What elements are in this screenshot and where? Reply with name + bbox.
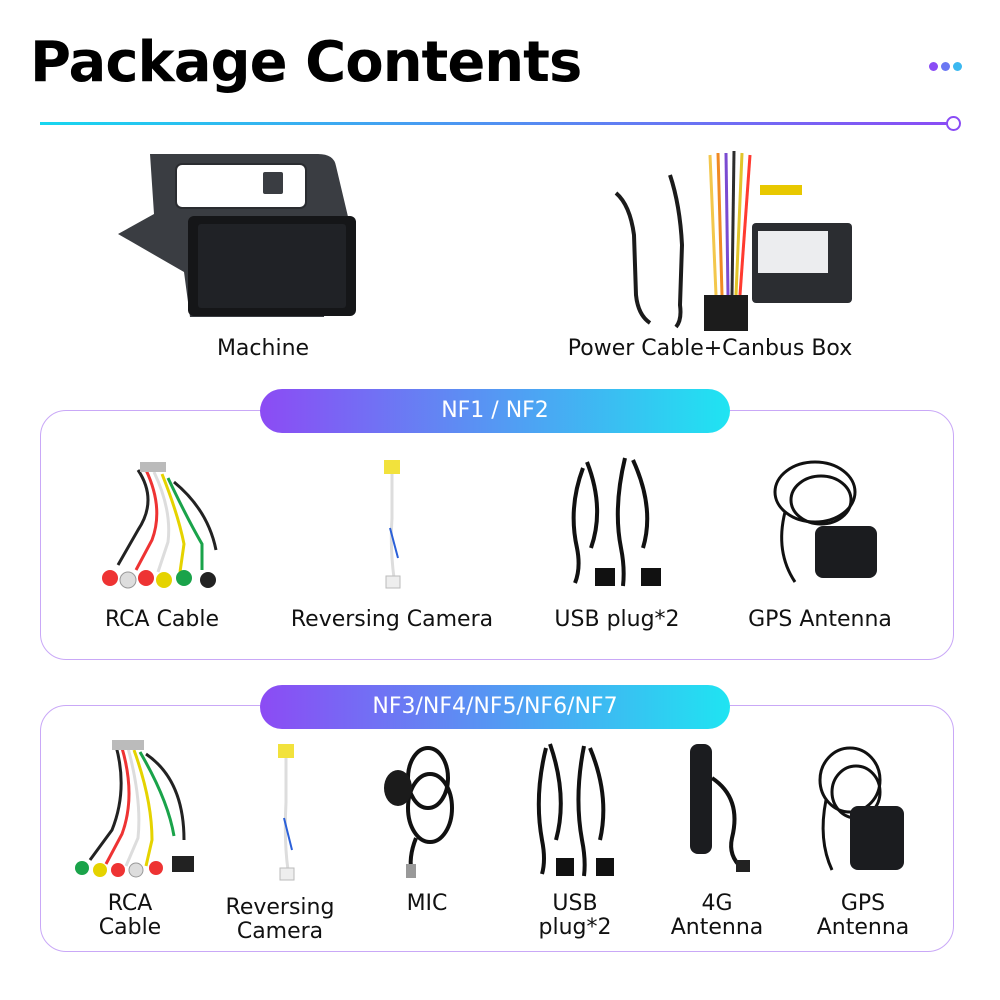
gps-antenna-label: GPS Antenna	[798, 892, 928, 940]
usb-line2: plug*2	[538, 915, 612, 940]
reversing-camera-label: Reversing Camera	[210, 896, 350, 944]
usb-plug-cables-icon	[536, 743, 614, 877]
car-stereo-machine-icon	[118, 154, 393, 317]
reversing-camera-cable-icon	[384, 460, 401, 589]
microphone-icon	[384, 746, 454, 878]
nf1-nf2-panel	[40, 410, 954, 660]
gps-line2: Antenna	[816, 915, 910, 940]
gps-antenna-icon	[818, 746, 904, 871]
4g-antenna-icon	[690, 744, 750, 872]
rca-cable-icon	[102, 462, 218, 589]
reversing-line2: Camera	[236, 919, 324, 944]
mic-line1: MIC	[406, 891, 448, 916]
reversing-line1: Reversing	[225, 895, 335, 920]
rca-cable-icon	[75, 740, 194, 878]
4g-antenna-label: 4G Antenna	[652, 892, 782, 940]
machine-label: Machine	[216, 336, 310, 361]
gps-antenna-label: GPS Antenna	[748, 607, 892, 632]
nf3-nf7-panel	[40, 705, 954, 952]
rca-line1: RCA	[107, 891, 153, 916]
nf3-nf7-badge: NF3/NF4/NF5/NF6/NF7	[260, 685, 730, 729]
usb-plug-cables-icon	[571, 457, 661, 587]
usb-plug-label: USB plug*2	[515, 892, 635, 940]
rca-cable-label: RCA Cable	[70, 892, 190, 940]
divider-end-circle	[946, 116, 961, 131]
usb-line1: USB	[552, 891, 598, 916]
4g-line2: Antenna	[670, 915, 764, 940]
reversing-camera-label: Reversing Camera	[290, 607, 494, 632]
rca-line2: Cable	[98, 915, 162, 940]
header-divider	[40, 122, 948, 125]
gps-line1: GPS	[840, 891, 886, 916]
nf1-nf2-badge: NF1 / NF2	[260, 389, 730, 433]
usb-plug-label: USB plug*2	[554, 607, 680, 632]
power-cable-canbus-label: Power Cable+Canbus Box	[567, 336, 853, 361]
more-dots-icon	[929, 62, 962, 71]
4g-line1: 4G	[701, 891, 733, 916]
reversing-camera-cable-icon	[278, 744, 295, 881]
power-cable-canbus-box-icon	[614, 150, 852, 331]
mic-label: MIC	[372, 892, 482, 916]
gps-antenna-icon	[773, 460, 877, 583]
page-title: Package Contents	[30, 30, 582, 95]
rca-cable-label: RCA Cable	[104, 607, 220, 632]
